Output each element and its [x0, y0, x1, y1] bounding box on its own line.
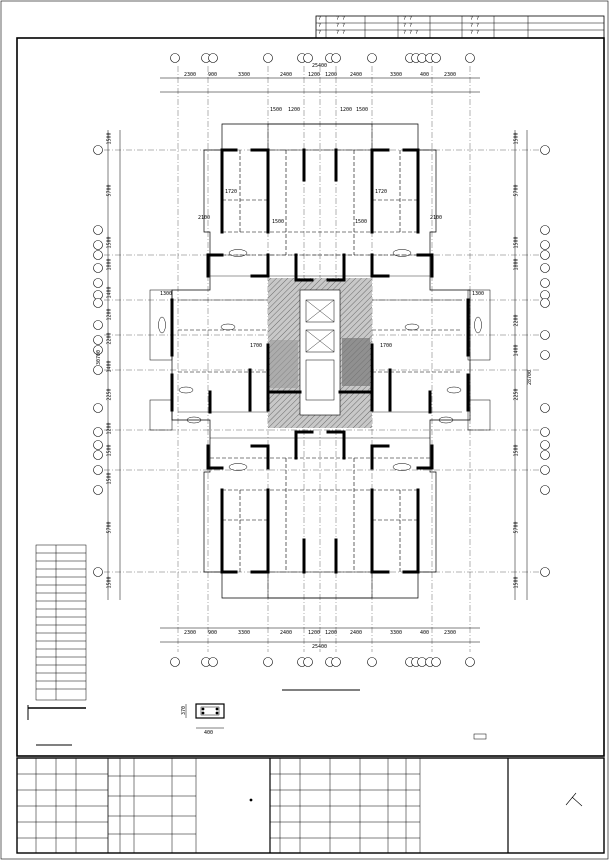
- notes-table: [27, 544, 87, 746]
- room-dim: 2100: [430, 215, 443, 221]
- dim-left: 1500: [106, 472, 113, 485]
- dim-left: 2250: [106, 388, 113, 401]
- dim-right: 1800: [513, 258, 520, 271]
- dim-right: 1400: [513, 344, 520, 357]
- dim-overall-bottom: 25400: [312, 644, 328, 650]
- header-cell: ? ?: [470, 16, 480, 22]
- dim-top: 3300: [238, 72, 251, 78]
- dim-right: 1500: [513, 236, 520, 249]
- dim-overall-left: 30700: [96, 349, 103, 366]
- room-dim: 2100: [198, 215, 211, 221]
- dim-top: 1200: [308, 72, 321, 78]
- axis-bubbles-top: [170, 53, 475, 63]
- dim-bottom: 3300: [238, 630, 251, 636]
- dim-left: 1500: [106, 576, 113, 589]
- dim-overall-top: 25400: [312, 63, 328, 69]
- dim-right: 1500: [513, 576, 520, 589]
- shear-walls: [170, 148, 470, 574]
- dim-right: 5700: [513, 521, 520, 534]
- header-cell: ? ?: [336, 23, 346, 29]
- dim-top: 2400: [280, 72, 293, 78]
- dim-left: 1500: [106, 132, 113, 145]
- header-cell: ? ?: [470, 30, 480, 36]
- room-dim: 1700: [380, 343, 393, 349]
- dim-right: 1500: [513, 444, 520, 457]
- dim-left: 1400: [106, 286, 113, 299]
- header-cell: ? ?: [336, 30, 346, 36]
- dim-left: 5700: [106, 184, 113, 197]
- header-cell: ? ?: [470, 23, 480, 29]
- header-cell: ? ? ?: [403, 30, 419, 36]
- axis-bubbles-bottom: [170, 657, 475, 667]
- column-detail: [185, 703, 225, 729]
- header-cell: ?: [318, 30, 322, 36]
- title-block: [16, 757, 605, 854]
- axis-bubbles-left: [93, 145, 103, 577]
- room-dim: 1720: [225, 189, 238, 195]
- dim-top-inner: 1200: [340, 107, 353, 113]
- dim-top-inner: 1500: [270, 107, 283, 113]
- header-cell: ?: [318, 16, 322, 22]
- balconies: [149, 123, 491, 599]
- room-dim: 1500: [355, 219, 368, 225]
- dim-right: 2200: [513, 314, 520, 327]
- drawing-frame: [16, 37, 605, 757]
- dim-bottom: 1200: [308, 630, 321, 636]
- header-cell: ? ?: [336, 16, 346, 22]
- axis-bubbles-right: [540, 145, 550, 577]
- dim-left: 1200: [106, 422, 113, 435]
- header-table: [315, 15, 605, 39]
- header-cell: ?: [318, 23, 322, 29]
- dim-left: 1800: [106, 258, 113, 271]
- dim-left: 5700: [106, 521, 113, 534]
- dim-bottom: 1200: [325, 630, 338, 636]
- dim-top-inner: 1500: [356, 107, 369, 113]
- dim-left: 1500: [106, 236, 113, 249]
- header-cell: ? ?: [403, 16, 413, 22]
- dim-left: 1400: [106, 360, 113, 373]
- dim-right: 2250: [513, 388, 520, 401]
- room-dim: 1700: [250, 343, 263, 349]
- dim-bottom: 2300: [444, 630, 457, 636]
- dim-bottom: 400: [420, 630, 430, 636]
- dim-bottom: 2400: [350, 630, 363, 636]
- room-dim: 1300: [160, 291, 173, 297]
- dim-bottom: 3300: [390, 630, 403, 636]
- room-dim: 1300: [472, 291, 485, 297]
- dim-top: 2300: [444, 72, 457, 78]
- header-cell: ? ?: [403, 23, 413, 29]
- room-dim: 1500: [272, 219, 285, 225]
- dim-bottom: 2300: [184, 630, 197, 636]
- dim-top: 1200: [325, 72, 338, 78]
- slab-openings: [158, 249, 482, 471]
- dim-left: 2200: [106, 332, 113, 345]
- room-dim: 1720: [375, 189, 388, 195]
- core-area: [268, 278, 372, 428]
- dim-top: 3300: [390, 72, 403, 78]
- dim-bottom: 900: [208, 630, 218, 636]
- dim-top-inner: 1200: [288, 107, 301, 113]
- dim-bottom: 2400: [280, 630, 293, 636]
- dim-top: 2300: [184, 72, 197, 78]
- beams: [178, 150, 462, 572]
- detail-dim-height: 370: [181, 705, 188, 716]
- dim-top: 900: [208, 72, 218, 78]
- dim-right: 1500: [513, 132, 520, 145]
- dim-top: 2400: [350, 72, 363, 78]
- dim-right: 5700: [513, 184, 520, 197]
- dim-left: 1200: [106, 308, 113, 321]
- scale-box: [473, 733, 487, 740]
- dim-left: 1500: [106, 444, 113, 457]
- dim-top: 400: [420, 72, 430, 78]
- dim-overall-right: 28700: [527, 369, 534, 386]
- detail-dim-width: 400: [204, 730, 214, 736]
